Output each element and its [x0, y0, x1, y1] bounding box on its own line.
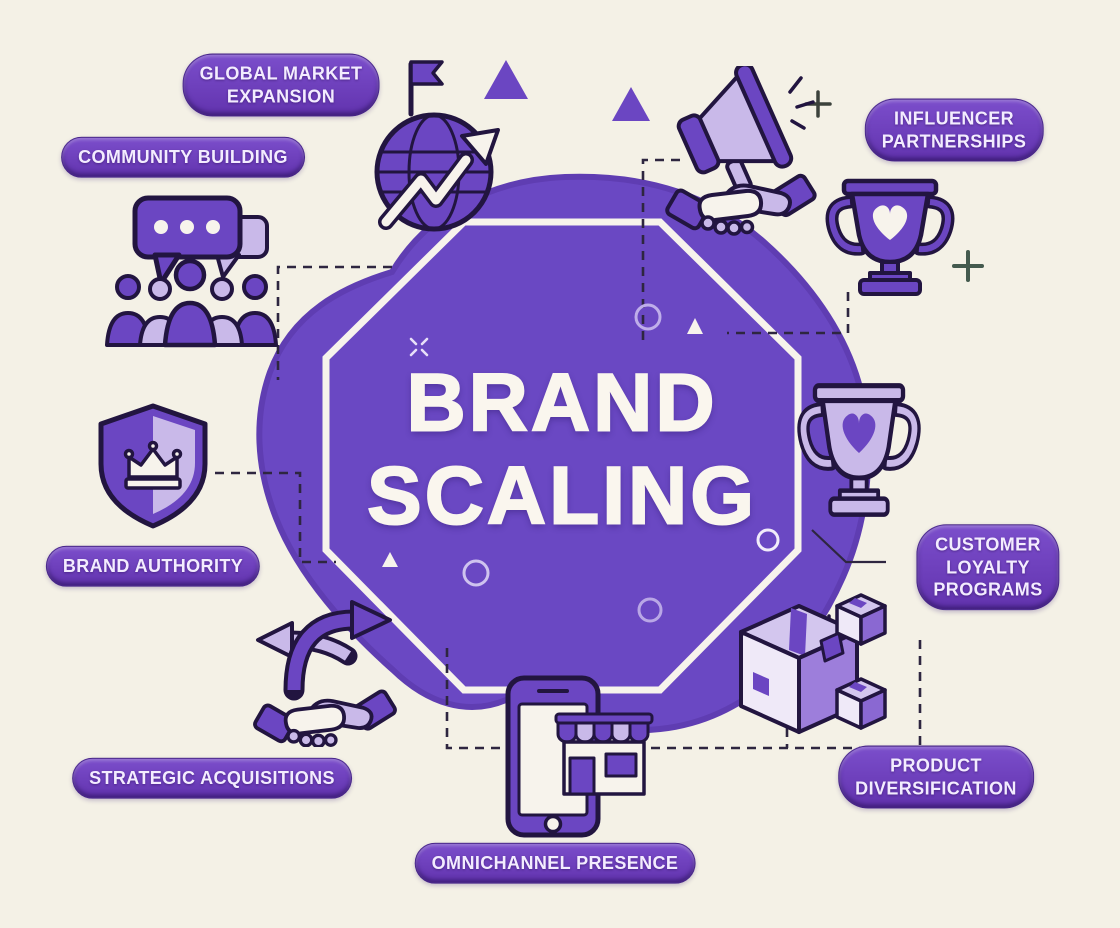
- pill-global-market-expansion: GLOBAL MARKET EXPANSION: [182, 53, 380, 117]
- pill-product-diversification: PRODUCT DIVERSIFICATION: [838, 745, 1034, 809]
- plus-icon-teal: [952, 250, 984, 282]
- octagon-outline: [322, 218, 802, 694]
- triangle-decor-2: [612, 87, 650, 121]
- center-title: BRAND SCALING: [366, 357, 757, 543]
- globe-flag-growth-arrow-icon: [374, 60, 500, 232]
- circle-decor-2: [462, 559, 490, 587]
- pill-customer-loyalty-programs: CUSTOMER LOYALTY PROGRAMS: [916, 524, 1060, 610]
- trophy-heart-light-icon: [797, 383, 921, 517]
- dashed-connector-bottom: [445, 640, 922, 750]
- circle-decor-3: [756, 528, 780, 552]
- triangle-decor-white-1: [687, 318, 703, 334]
- pill-brand-authority: BRAND AUTHORITY: [45, 545, 261, 587]
- pill-influencer-partnerships: INFLUENCER PARTNERSHIPS: [864, 98, 1044, 162]
- chat-bubbles-people-group-icon: [105, 195, 278, 348]
- smartphone-storefront-icon: [505, 675, 654, 838]
- dashed-connector-community: [276, 265, 392, 380]
- pill-community-building: COMMUNITY BUILDING: [61, 136, 305, 178]
- pill-strategic-acquisitions: STRATEGIC ACQUISITIONS: [72, 757, 352, 799]
- dashed-connector-influencer: [641, 158, 680, 345]
- loyalty-connector-line: [811, 529, 886, 564]
- shipping-boxes-icon: [739, 593, 887, 734]
- circle-decor-1: [634, 303, 662, 331]
- sound-lines-icon: [788, 76, 815, 130]
- pill-omnichannel-presence: OMNICHANNEL PRESENCE: [414, 842, 696, 884]
- trophy-heart-dark-icon: [825, 178, 955, 296]
- triangle-decor-white-2: [382, 552, 398, 567]
- storefront-icon: [554, 712, 654, 796]
- handshake-exchange-arrows-icon: [253, 600, 397, 747]
- sparkle-x-icon: [409, 337, 429, 357]
- megaphone-handshake-icon: [665, 66, 817, 236]
- circle-decor-4: [637, 597, 663, 623]
- triangle-decor-1: [484, 60, 528, 99]
- dashed-connector-authority: [215, 471, 336, 564]
- dashed-connector-trophy: [727, 292, 850, 335]
- shield-crown-icon: [98, 403, 208, 529]
